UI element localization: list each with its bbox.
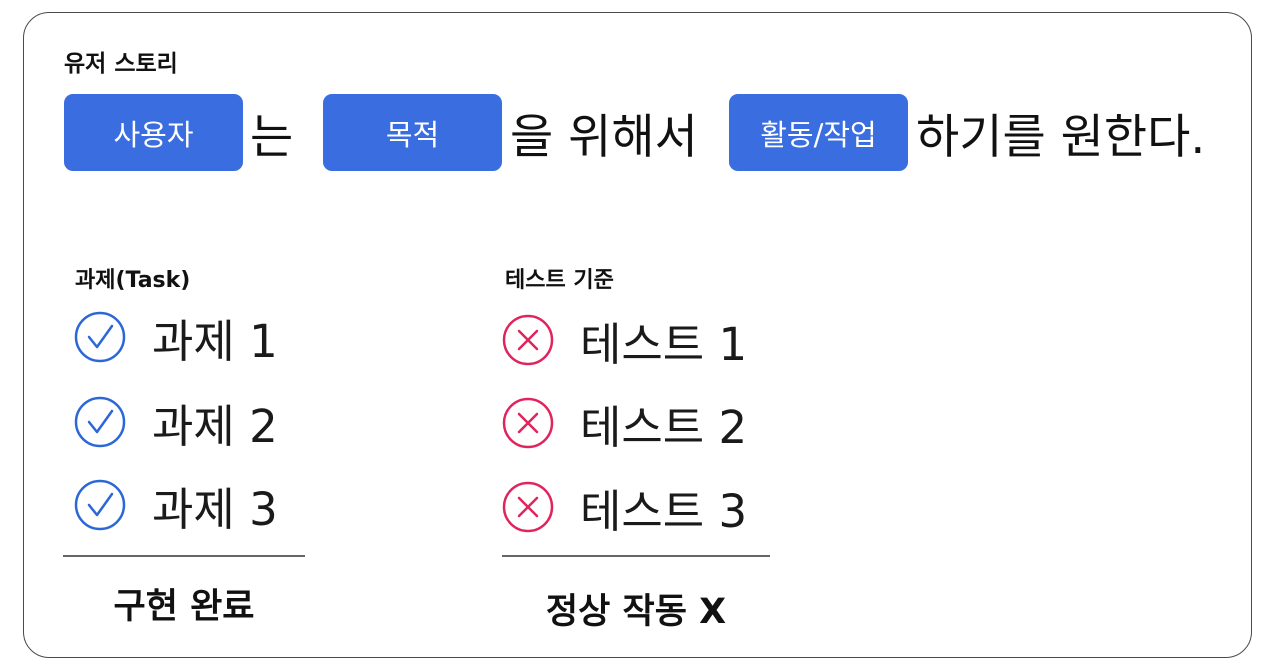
check-circle-icon: [74, 396, 126, 448]
tests-title: 테스트 기준: [505, 268, 614, 293]
task-label: 과제 2: [152, 399, 278, 453]
check-circle-icon: [74, 479, 126, 531]
story-text-2: 을 위해서: [510, 109, 698, 165]
test-label: 테스트 3: [580, 484, 748, 538]
task-item: 과제 1: [74, 302, 278, 372]
task-label: 과제 3: [152, 482, 278, 536]
x-circle-icon: [502, 314, 554, 366]
story-text-1: 는: [250, 109, 294, 165]
test-label: 테스트 2: [580, 400, 748, 454]
activity-box: 활동/작업: [729, 94, 908, 171]
user-story-card: [23, 12, 1252, 658]
x-circle-icon: [502, 481, 554, 533]
check-circle-icon: [74, 311, 126, 363]
task-item: 과제 3: [74, 470, 278, 540]
test-item: 테스트 3: [502, 472, 747, 542]
tasks-result: 구현 완료: [113, 587, 255, 627]
tasks-divider: [63, 555, 305, 557]
purpose-box: 목적: [323, 94, 502, 171]
test-label: 테스트 1: [580, 317, 748, 371]
tests-divider: [502, 555, 770, 557]
test-item: 테스트 2: [502, 388, 747, 458]
actor-box: 사용자: [64, 94, 243, 171]
task-item: 과제 2: [74, 387, 278, 457]
tasks-title: 과제(Task): [75, 268, 191, 293]
story-text-3: 하기를 원한다.: [916, 109, 1206, 165]
tests-result: 정상 작동 X: [545, 592, 727, 632]
task-label: 과제 1: [152, 314, 278, 368]
test-item: 테스트 1: [502, 305, 747, 375]
x-circle-icon: [502, 397, 554, 449]
story-title: 유저 스토리: [64, 51, 178, 77]
